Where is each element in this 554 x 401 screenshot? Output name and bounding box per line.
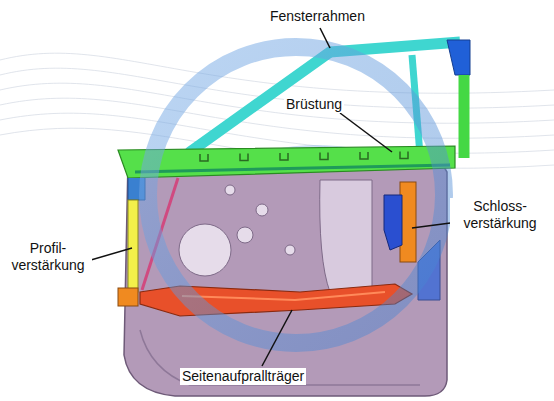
profile-foot [118, 288, 138, 306]
side-impact-beam-highlight [182, 292, 385, 300]
part-label: Profil- verstärkung [4, 240, 92, 274]
lock-reinforcement [384, 195, 402, 250]
leader-line [340, 113, 392, 152]
panel-hole [225, 185, 235, 195]
belt-slot [400, 152, 408, 159]
leader-line [262, 310, 292, 366]
belt-slot [280, 153, 288, 160]
panel-opening [320, 180, 372, 292]
belt-edge [135, 165, 450, 172]
panel-hole [179, 224, 231, 276]
leader-lines [84, 28, 458, 366]
motion-ring [148, 47, 444, 343]
part-label: Schloss- verstärkung [450, 198, 550, 232]
belt-reinforcement [118, 146, 455, 178]
belt-slot [240, 154, 248, 161]
part-label: Seitenaufprallträger [180, 368, 306, 385]
panel-hole [237, 227, 253, 243]
belt-slot [360, 152, 368, 159]
part-label: Fensterrahmen [268, 8, 367, 25]
belt-slots [200, 152, 408, 162]
part-label: Brüstung [284, 96, 344, 113]
panel-hole [285, 245, 295, 255]
belt-slot [320, 153, 328, 160]
belt-slot [200, 154, 208, 161]
panel-hole [256, 204, 268, 216]
window-frame-pillar [459, 75, 470, 158]
profile-reinforcement [128, 200, 138, 292]
window-frame-corner [447, 40, 470, 75]
leader-line [320, 28, 330, 48]
